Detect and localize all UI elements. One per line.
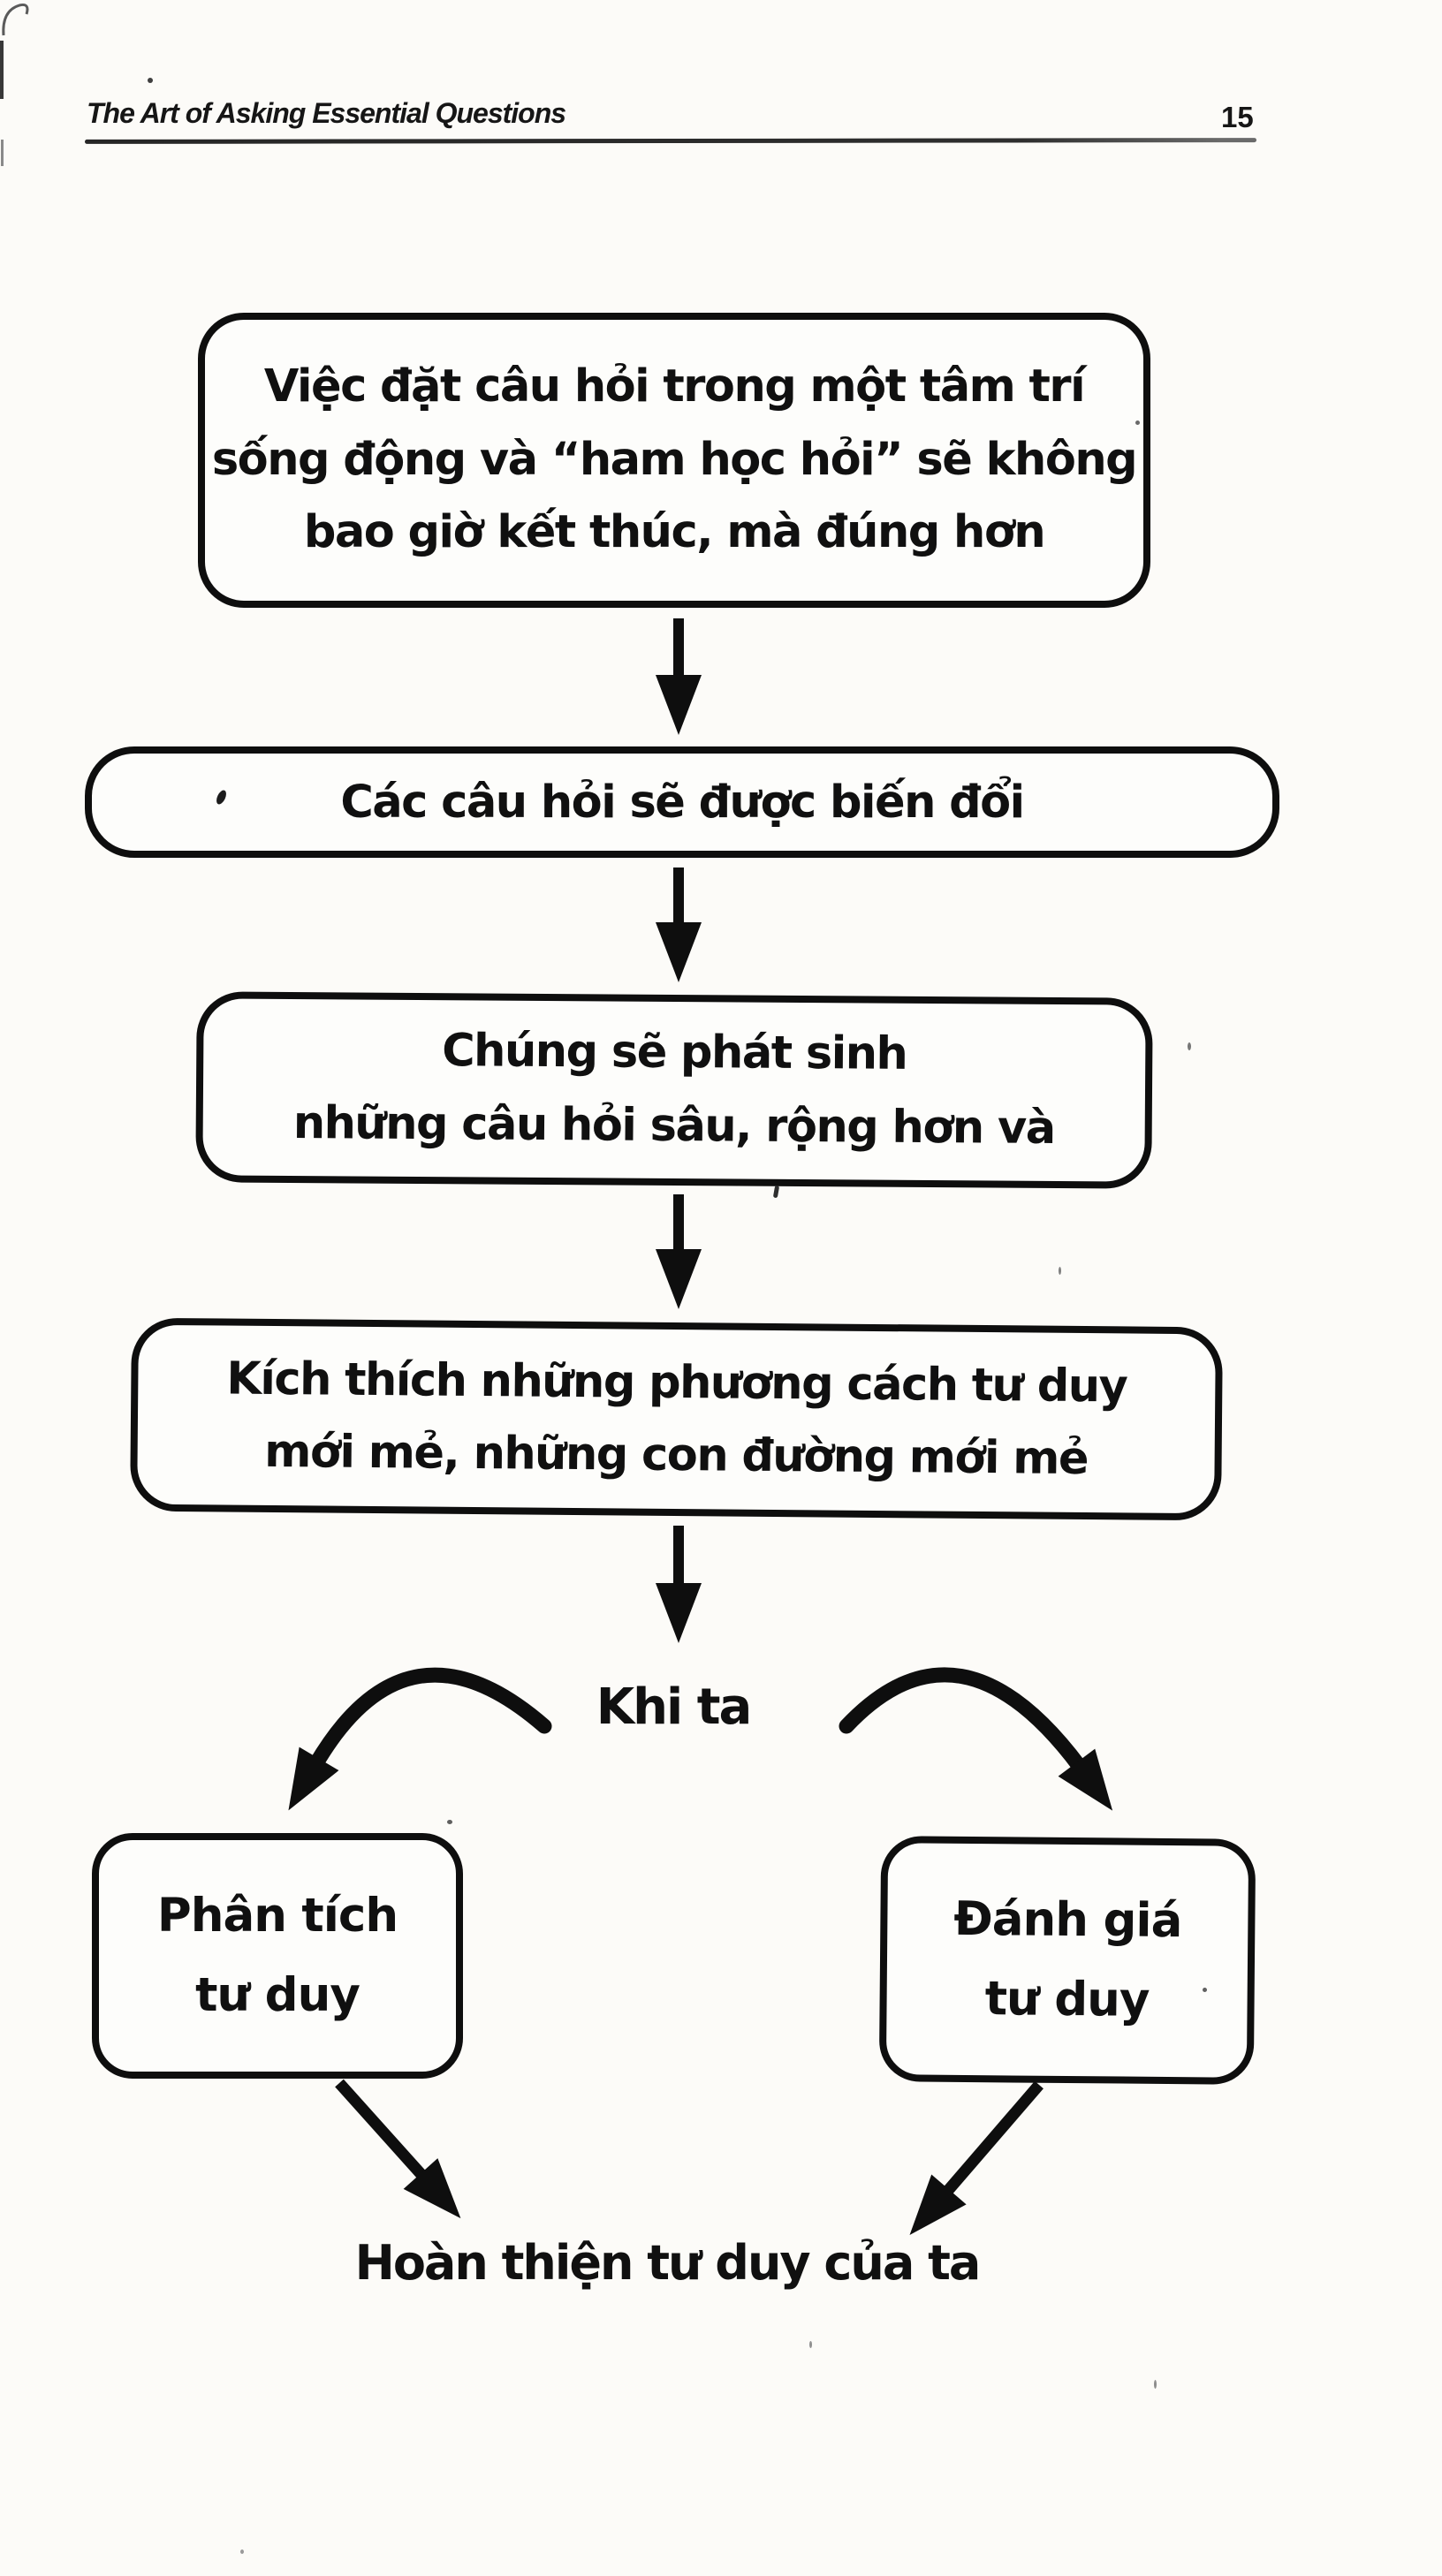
corner-scan-squiggle — [2, 4, 29, 36]
flow-box-evaluate-thinking: Đánh giá tư duy — [878, 1836, 1256, 2085]
flow-box-never-ending-questions: Việc đặt câu hỏi trong một tâm trí sống … — [198, 313, 1150, 608]
flow-box-stimulate-thinking: Kích thích những phương cách tư duy mới … — [130, 1317, 1223, 1521]
scan-speck — [809, 2341, 812, 2348]
scan-speck — [1059, 1267, 1061, 1275]
page-number: 15 — [1221, 101, 1254, 133]
scan-speck — [1203, 1988, 1207, 1992]
scan-speck — [1135, 420, 1140, 425]
scan-speck — [1188, 1042, 1191, 1050]
flow-box-generate-questions: Chúng sẽ phát sinh những câu hỏi sâu, rộ… — [195, 991, 1153, 1189]
flow-box-line: Các câu hỏi sẽ được biến đổi — [340, 776, 1025, 829]
scan-edge-mark — [1, 140, 4, 166]
flow-box-line: Việc đặt câu hỏi trong một tâm trí — [263, 360, 1086, 413]
flow-box-line: tư duy — [195, 1968, 360, 2022]
flow-box-analyze-thinking: Phân tích tư duy — [92, 1833, 463, 2079]
flow-box-line: tư duy — [984, 1972, 1150, 2027]
flow-box-line: Phân tích — [156, 1888, 398, 1943]
scan-speck — [240, 2549, 244, 2554]
scan-speck — [447, 1820, 452, 1824]
flow-box-questions-transform: Các câu hỏi sẽ được biến đổi — [85, 746, 1279, 858]
diagonal-arrow-left — [335, 2079, 461, 2219]
header-rule — [84, 138, 1257, 144]
flow-box-line: Kích thích những phương cách tư duy — [226, 1352, 1127, 1413]
flow-box-line: những câu hỏi sâu, rộng hơn và — [292, 1096, 1055, 1155]
flow-box-line: sống động và “ham học hỏi” sẽ không — [211, 433, 1138, 486]
scan-edge-mark — [0, 41, 4, 99]
curved-arrow-right — [839, 1667, 1113, 1811]
flow-box-line: bao giờ kết thúc, mà đúng hơn — [303, 506, 1046, 559]
scan-speck — [1154, 2380, 1157, 2389]
scan-speck — [772, 1185, 780, 1199]
branch-label-khi-ta: Khi ta — [596, 1678, 753, 1736]
flow-box-line: Chúng sẽ phát sinh — [442, 1025, 907, 1081]
conclusion-text: Hoàn thiện tư duy của ta — [354, 2235, 982, 2291]
running-header-title: The Art of Asking Essential Questions — [87, 97, 566, 129]
flow-box-line: mới mẻ, những con đường mới mẻ — [264, 1425, 1089, 1485]
diagonal-arrow-right — [909, 2080, 1044, 2235]
flow-box-line: Đánh giá — [953, 1891, 1182, 1949]
scan-speck — [148, 78, 153, 83]
